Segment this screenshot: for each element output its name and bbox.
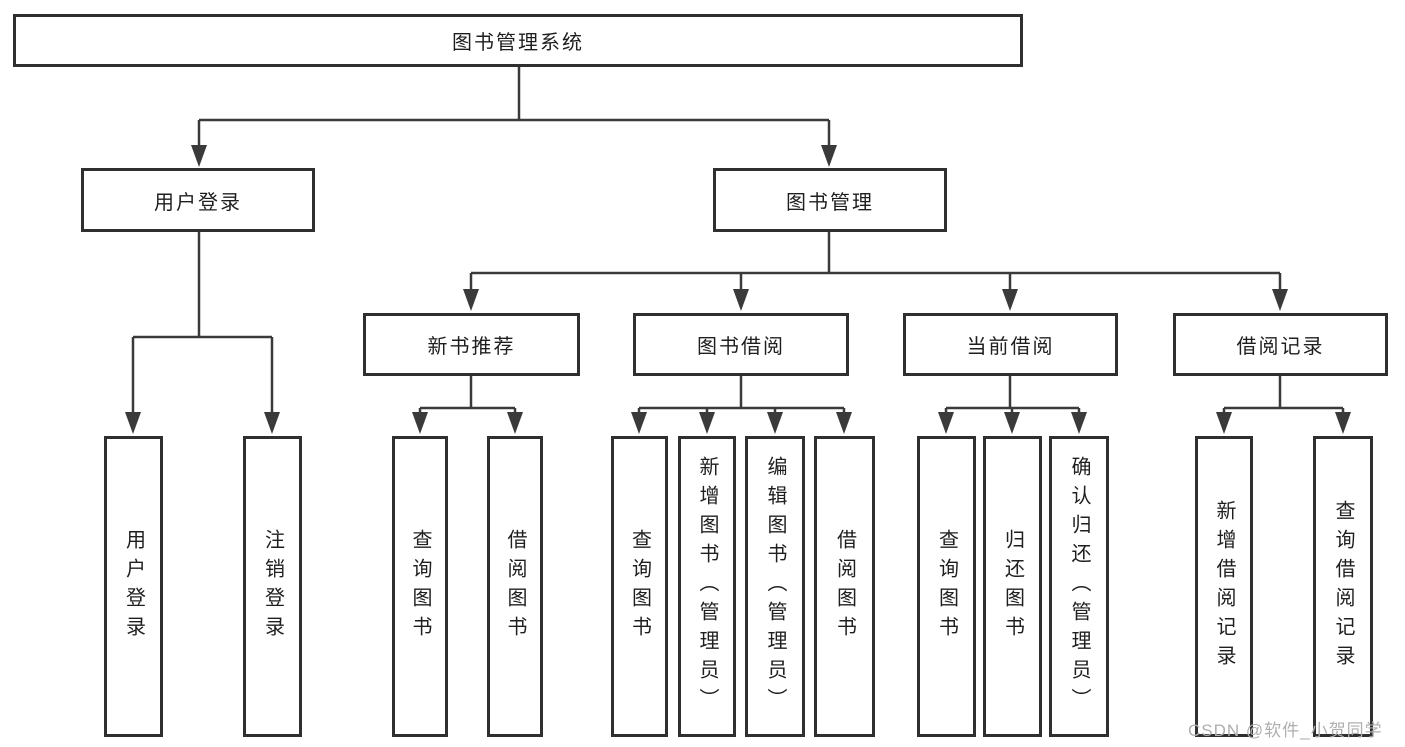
leaf-current-query-books: 查询图书 [917,436,976,737]
leaf-borrow-borrow-books: 借阅图书 [814,436,875,737]
leaf-borrow-edit-books-admin: 编辑图书（管理员） [745,436,805,737]
node-user-login: 用户登录 [81,168,315,232]
node-root-system: 图书管理系统 [13,14,1023,67]
node-new-book-recommend: 新书推荐 [363,313,580,376]
leaf-record-add-record: 新增借阅记录 [1195,436,1253,737]
connector-user-login-children [131,232,274,416]
leaf-current-confirm-return-admin: 确认归还（管理员） [1049,436,1109,737]
leaf-logout: 注销登录 [243,436,302,737]
leaf-borrow-add-books-admin: 新增图书（管理员） [678,436,736,737]
node-book-borrow: 图书借阅 [633,313,849,376]
leaf-newbook-query-books: 查询图书 [392,436,448,737]
connector-book-mgmt-children [469,232,1282,293]
leaf-borrow-query-books: 查询图书 [611,436,668,737]
leaf-record-query-record: 查询借阅记录 [1313,436,1373,737]
node-borrow-record: 借阅记录 [1173,313,1388,376]
leaf-current-return-books: 归还图书 [983,436,1042,737]
leaf-newbook-borrow-books: 借阅图书 [487,436,543,737]
connector-book-borrow-children [637,376,846,416]
connector-new-book-children [418,376,517,416]
connector-borrow-record-children [1222,376,1345,416]
csdn-watermark: CSDN @软件_小贺同学 [1188,721,1383,740]
leaf-user-login: 用户登录 [104,436,163,737]
node-book-management: 图书管理 [713,168,947,232]
connector-root-to-level2 [197,67,831,149]
connector-current-borrow-children [944,376,1081,416]
node-current-borrow: 当前借阅 [903,313,1118,376]
